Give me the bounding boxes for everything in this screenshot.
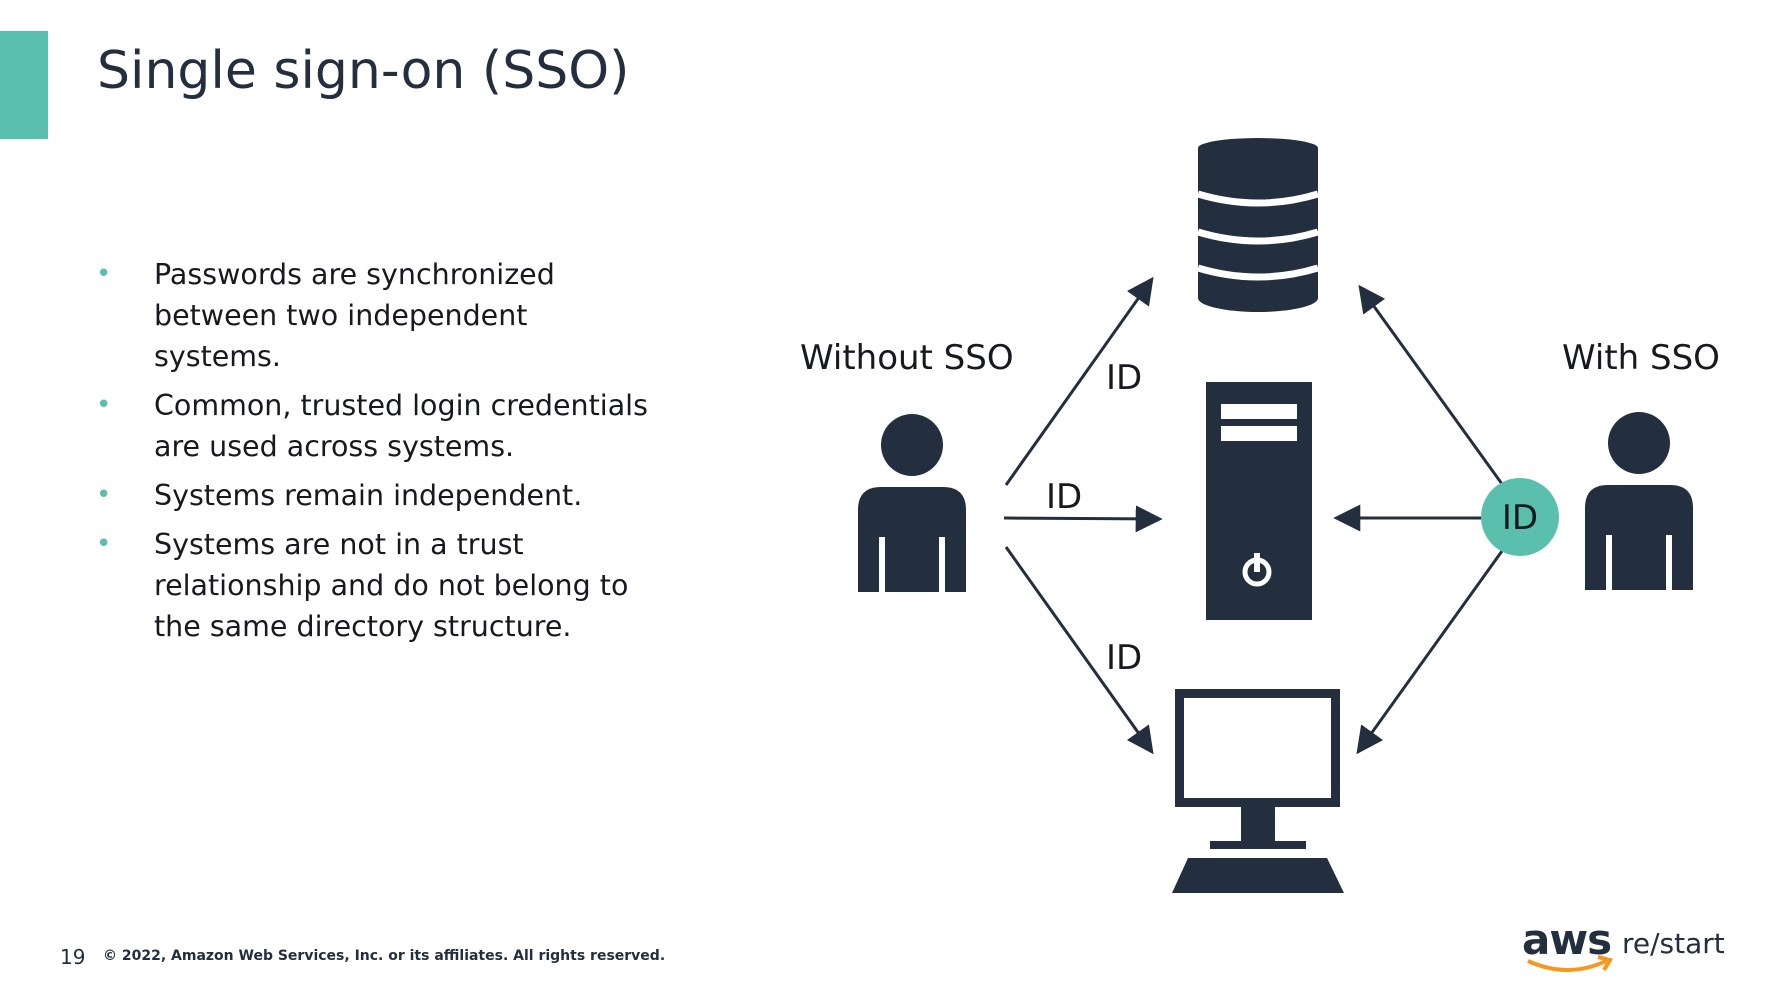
bullet-dot-icon: • [96,480,112,510]
title-accent-bar [0,31,48,139]
bullet-text: Common, trusted login credentials are us… [154,389,648,463]
page-number: 19 [60,945,86,969]
bullet-list: • Passwords are synchronized between two… [96,254,656,655]
with-sso-label: With SSO [1562,338,1720,378]
database-icon [1196,138,1320,312]
copyright-text: © 2022, Amazon Web Services, Inc. or its… [103,948,666,964]
without-sso-label: Without SSO [800,338,1014,378]
bullet-dot-icon: • [96,529,112,559]
bullet-dot-icon: • [96,259,112,289]
page-title: Single sign-on (SSO) [97,41,630,101]
user-icon-without-sso [858,414,966,592]
id-label-top: ID [1106,358,1142,398]
arrow-to-desktop-with-sso [1356,550,1504,755]
id-label-middle: ID [1046,477,1082,517]
id-label-bottom: ID [1106,638,1142,678]
arrow-to-desktop-without-sso [1004,546,1154,755]
bullet-text: Passwords are synchronized between two i… [154,258,555,373]
id-badge-text: ID [1502,498,1538,538]
list-item: • Systems are not in a trust relationshi… [96,524,656,647]
bullet-text: Systems remain independent. [154,479,583,512]
user-icon-with-sso [1585,412,1693,590]
bullet-text: Systems are not in a trust relationship … [154,528,629,643]
logo-restart-text: re/start [1622,927,1725,960]
server-icon [1206,382,1312,620]
smile-arrow-icon [1527,955,1614,972]
arrow-to-database-with-sso [1358,284,1504,485]
arrow-to-server-without-sso [1003,505,1163,533]
list-item: • Common, trusted login credentials are … [96,385,656,467]
desktop-computer-icon [1172,689,1344,893]
arrow-to-database-without-sso [1004,276,1154,486]
list-item: • Passwords are synchronized between two… [96,254,656,377]
aws-restart-logo: aws re/start [1522,915,1725,975]
list-item: • Systems remain independent. [96,475,656,516]
id-badge-circle [1481,478,1559,556]
logo-aws-text: aws [1522,915,1612,964]
bullet-dot-icon: • [96,390,112,420]
